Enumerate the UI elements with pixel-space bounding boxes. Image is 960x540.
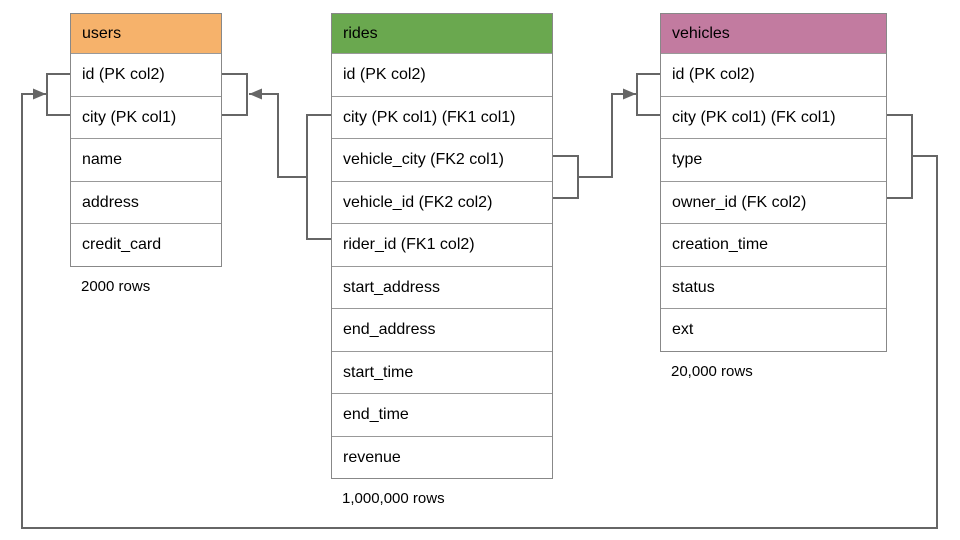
table-rides: rides id (PK col2) city (PK col1) (FK1 c… <box>331 13 553 507</box>
table-vehicles-header: vehicles <box>661 14 886 53</box>
table-row: creation_time <box>661 223 886 266</box>
table-row: status <box>661 265 886 308</box>
table-users-box: users id (PK col2) city (PK col1) name a… <box>70 13 222 267</box>
table-row: ext <box>661 308 886 351</box>
bracket-vehicles-right <box>887 114 913 199</box>
bracket-vehicles-left <box>636 73 660 116</box>
fk-line-rides-to-vehicles <box>578 88 636 178</box>
table-row: city (PK col1) <box>71 95 221 138</box>
fk-line-vehicles-to-users <box>21 88 938 529</box>
table-row: revenue <box>332 435 552 478</box>
table-row: id (PK col2) <box>661 53 886 96</box>
table-rides-header: rides <box>332 14 552 53</box>
table-rides-box: rides id (PK col2) city (PK col1) (FK1 c… <box>331 13 553 479</box>
table-row: end_time <box>332 393 552 436</box>
table-users-rowcount: 2000 rows <box>81 277 151 295</box>
table-row: credit_card <box>71 223 221 266</box>
table-vehicles-rowcount: 20,000 rows <box>671 362 753 380</box>
table-row: name <box>71 138 221 181</box>
table-users-header: users <box>71 14 221 53</box>
table-row: start_address <box>332 265 552 308</box>
table-row: type <box>661 138 886 181</box>
bracket-users-left <box>46 73 70 116</box>
table-rides-rowcount: 1,000,000 rows <box>342 490 445 507</box>
table-row: end_address <box>332 308 552 351</box>
bracket-rides-right <box>553 155 579 199</box>
table-users: users id (PK col2) city (PK col1) name a… <box>70 13 222 295</box>
table-row: vehicle_id (FK2 col2) <box>332 180 552 223</box>
table-row: address <box>71 180 221 223</box>
table-row: start_time <box>332 350 552 393</box>
bracket-rides-left <box>306 114 331 240</box>
table-row: owner_id (FK col2) <box>661 180 886 223</box>
bracket-users-right <box>222 73 248 116</box>
table-vehicles: vehicles id (PK col2) city (PK col1) (FK… <box>660 13 887 380</box>
table-row: id (PK col2) <box>332 53 552 96</box>
table-row: id (PK col2) <box>71 53 221 96</box>
table-row: rider_id (FK1 col2) <box>332 223 552 266</box>
table-row: vehicle_city (FK2 col1) <box>332 138 552 181</box>
table-vehicles-box: vehicles id (PK col2) city (PK col1) (FK… <box>660 13 887 352</box>
table-row: city (PK col1) (FK col1) <box>661 95 886 138</box>
fk-line-rides-to-users <box>249 88 307 178</box>
table-row: city (PK col1) (FK1 col1) <box>332 95 552 138</box>
